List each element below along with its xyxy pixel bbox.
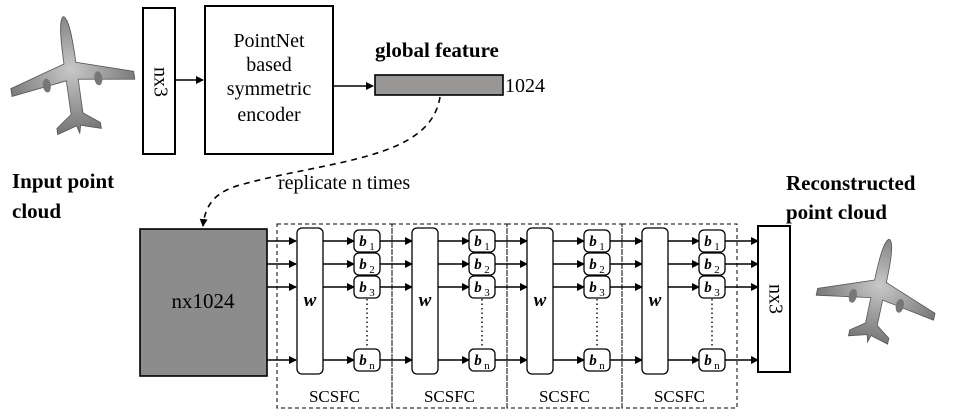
scsfc-block-frame: [621, 223, 738, 409]
bias-label: b: [359, 234, 367, 250]
bias-subscript: n: [369, 360, 375, 372]
bias-label: b: [704, 353, 712, 369]
bias-label: b: [704, 280, 712, 296]
global-feature-bar: [374, 74, 504, 96]
bias-box: [698, 348, 726, 372]
bias-box: [583, 229, 611, 253]
bias-box: [698, 275, 726, 299]
bias-label: b: [474, 353, 482, 369]
weight-label: w: [304, 290, 317, 311]
bias-subscript: 1: [599, 241, 605, 253]
bias-label: b: [359, 353, 367, 369]
weight-label: w: [534, 290, 547, 311]
weight-label: w: [649, 290, 662, 311]
bias-box: [353, 275, 381, 299]
encoder-box: [204, 5, 334, 155]
input-label-line1: Input point: [12, 169, 114, 193]
scsfc-label: SCSFC: [654, 387, 705, 406]
bias-label: b: [359, 257, 367, 273]
output-label-line2: point cloud: [786, 200, 887, 224]
bias-subscript: 2: [484, 264, 490, 276]
weight-matrix-box: [411, 227, 439, 375]
bias-box: [468, 348, 496, 372]
bias-label: b: [589, 280, 597, 296]
bias-subscript: 2: [369, 264, 375, 276]
bias-box: [353, 252, 381, 276]
bias-label: b: [704, 234, 712, 250]
bias-subscript: 1: [714, 241, 720, 253]
input-label-line2: cloud: [12, 199, 61, 223]
output-airplane-image: [815, 238, 936, 345]
bias-subscript: 3: [714, 287, 720, 299]
replicated-matrix: [139, 228, 268, 377]
bias-box: [698, 229, 726, 253]
bias-subscript: n: [484, 360, 490, 372]
output-label-line1: Reconstructed: [786, 171, 916, 195]
bias-label: b: [474, 234, 482, 250]
input-nx3-box: [142, 7, 176, 155]
weight-matrix-box: [296, 227, 324, 375]
encoder-line1: PointNet: [233, 30, 305, 52]
bias-box: [583, 275, 611, 299]
replicate-label: replicate n times: [278, 172, 410, 194]
bias-box: [468, 275, 496, 299]
global-feature-dim: 1024: [505, 75, 545, 97]
input-airplane-image: [10, 16, 136, 136]
input-nx3-label: nx3: [149, 67, 171, 97]
bias-label: b: [359, 280, 367, 296]
bias-subscript: 2: [714, 264, 720, 276]
weight-matrix-box: [526, 227, 554, 375]
bias-box: [468, 252, 496, 276]
encoder-line2: based: [246, 54, 292, 76]
bias-subscript: n: [599, 360, 605, 372]
weight-label: w: [419, 290, 432, 311]
bias-label: b: [474, 280, 482, 296]
output-nx3-label: nx3: [764, 284, 786, 314]
bias-box: [353, 229, 381, 253]
encoder-line4: encoder: [237, 104, 301, 126]
bias-label: b: [589, 234, 597, 250]
bias-box: [698, 252, 726, 276]
scsfc-label: SCSFC: [424, 387, 475, 406]
bias-box: [468, 229, 496, 253]
bias-subscript: 1: [369, 241, 375, 253]
replicated-matrix-label: nx1024: [172, 289, 236, 313]
global-feature-title: global feature: [375, 38, 499, 62]
bias-subscript: 1: [484, 241, 490, 253]
bias-box: [353, 348, 381, 372]
bias-subscript: 3: [484, 287, 490, 299]
bias-box: [583, 348, 611, 372]
bias-label: b: [474, 257, 482, 273]
output-nx3-box: [757, 225, 791, 373]
bias-subscript: n: [714, 360, 720, 372]
bias-subscript: 3: [369, 287, 375, 299]
bias-subscript: 2: [599, 264, 605, 276]
bias-box: [583, 252, 611, 276]
scsfc-label: SCSFC: [309, 387, 360, 406]
encoder-line3: symmetric: [227, 78, 312, 100]
weight-matrix-box: [641, 227, 669, 375]
bias-label: b: [589, 353, 597, 369]
bias-label: b: [589, 257, 597, 273]
bias-subscript: 3: [599, 287, 605, 299]
scsfc-label: SCSFC: [539, 387, 590, 406]
bias-label: b: [704, 257, 712, 273]
